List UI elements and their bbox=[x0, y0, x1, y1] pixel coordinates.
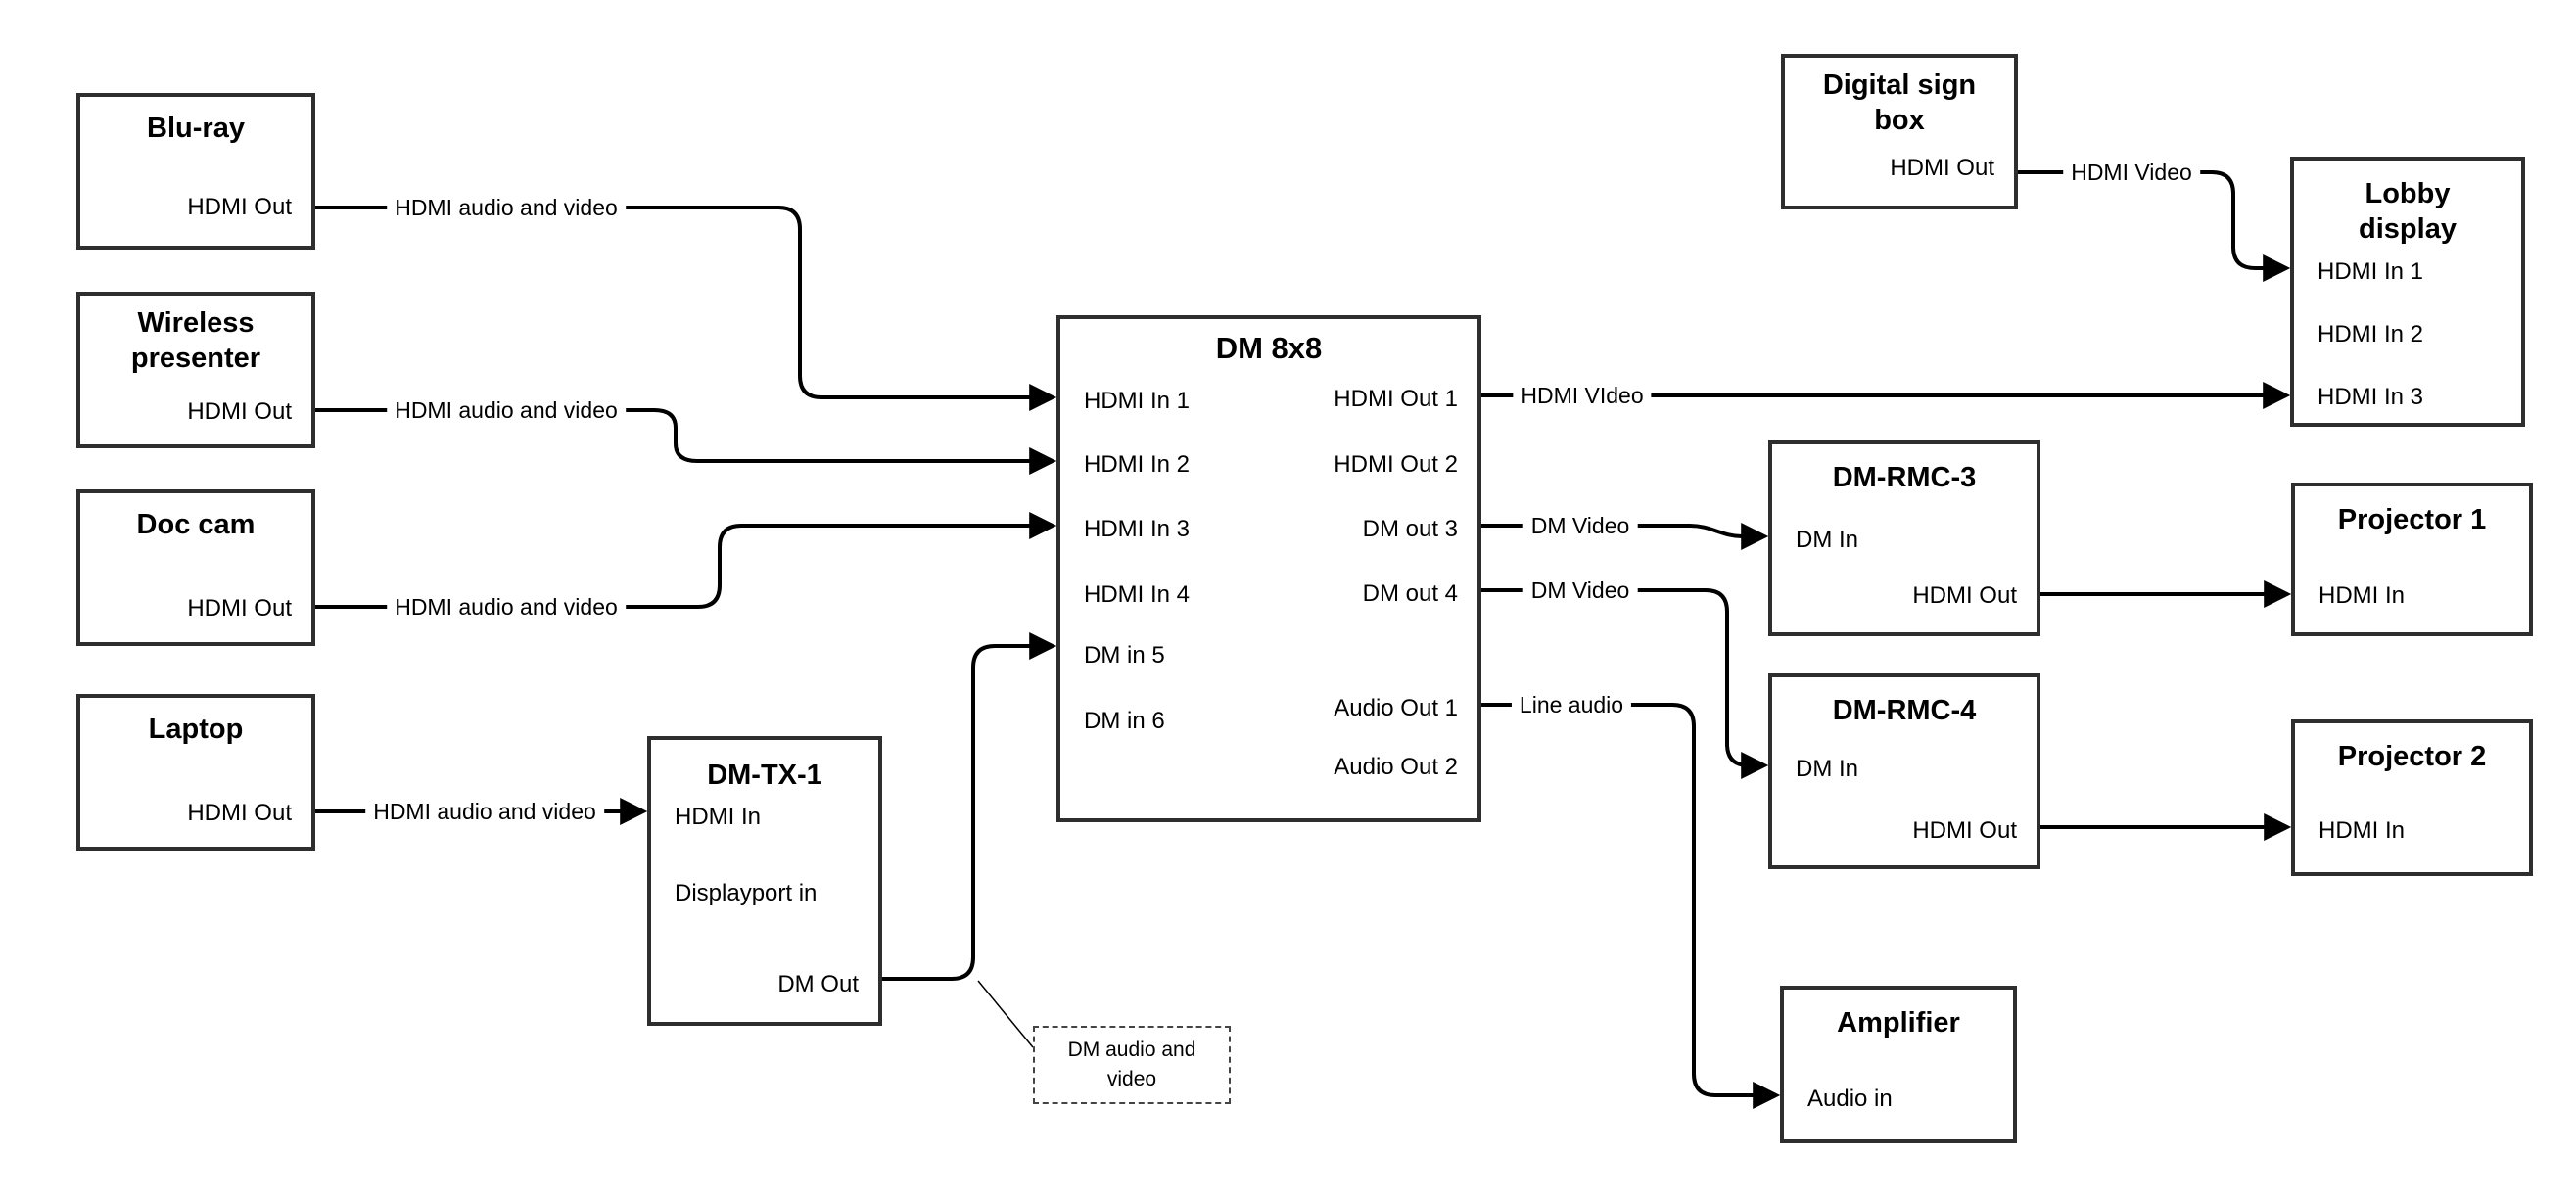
port-dm8x8-hdmi-out-1: HDMI Out 1 bbox=[1334, 386, 1458, 412]
port-dm8x8-hdmi-in-4: HDMI In 4 bbox=[1084, 581, 1191, 608]
connection-label-hdmi-out-1: HDMI VIdeo bbox=[1513, 382, 1652, 409]
port-amplifier-audio-in: Audio in bbox=[1807, 1086, 1893, 1112]
port-dm8x8-hdmi-out-2: HDMI Out 2 bbox=[1334, 451, 1458, 478]
note-callout-line bbox=[977, 980, 1034, 1048]
node-projector-2-title: Projector 2 bbox=[2337, 741, 2487, 772]
port-dm8x8-dm-in-5: DM in 5 bbox=[1084, 642, 1165, 669]
port-projector-1-hdmi-in: HDMI In bbox=[2318, 582, 2406, 609]
node-dm-rmc-3: DM-RMC-3 DM In HDMI Out bbox=[1768, 440, 2040, 636]
node-wireless-presenter-title: Wireless presenter bbox=[130, 307, 261, 374]
node-dm-8x8-title: DM 8x8 bbox=[1215, 331, 1323, 365]
connector-dm8x8-dm-out-4-to-dm-rmc-4 bbox=[1481, 588, 1769, 779]
note-dm-audio-and-video: DM audio and video bbox=[1033, 1026, 1231, 1104]
node-bluray: Blu-ray HDMI Out bbox=[76, 93, 315, 250]
node-laptop: Laptop HDMI Out bbox=[76, 694, 315, 851]
port-dm-rmc-3-hdmi-out: HDMI Out bbox=[1912, 582, 2017, 609]
port-bluray-hdmi-out: HDMI Out bbox=[187, 194, 292, 220]
node-digital-sign-box-title: Digital sign box bbox=[1822, 69, 1977, 136]
node-dm-rmc-4: DM-RMC-4 DM In HDMI Out bbox=[1768, 673, 2040, 869]
connection-label-bluray: HDMI audio and video bbox=[387, 194, 626, 221]
connector-dm8x8-dm-out-3-to-dm-rmc-3 bbox=[1481, 523, 1769, 550]
port-dm8x8-dm-in-6: DM in 6 bbox=[1084, 708, 1165, 734]
connector-dm8x8-audio-out-1-to-amplifier bbox=[1481, 703, 1781, 1109]
port-dm-rmc-4-dm-in: DM In bbox=[1796, 756, 1859, 782]
node-dm-rmc-3-title: DM-RMC-3 bbox=[1832, 462, 1977, 493]
node-lobby-display: Lobby display HDMI In 1 HDMI In 2 HDMI I… bbox=[2290, 157, 2525, 427]
connection-label-dm-out-3: DM Video bbox=[1522, 512, 1638, 539]
connection-label-digital-sign: HDMI Video bbox=[2063, 159, 2200, 186]
port-dm8x8-audio-out-1: Audio Out 1 bbox=[1334, 695, 1458, 721]
port-dm-tx-1-hdmi-in: HDMI In bbox=[675, 804, 762, 830]
node-lobby-display-title: Lobby display bbox=[2359, 178, 2457, 245]
port-doc-cam-hdmi-out: HDMI Out bbox=[187, 595, 292, 622]
connector-wireless-presenter-to-dm8x8-hdmi-in-2 bbox=[315, 408, 1057, 475]
node-amplifier: Amplifier Audio in bbox=[1780, 986, 2017, 1143]
port-lobby-hdmi-in-3: HDMI In 3 bbox=[2318, 384, 2424, 410]
port-lobby-hdmi-in-2: HDMI In 2 bbox=[2318, 321, 2424, 347]
port-dm8x8-dm-out-3: DM out 3 bbox=[1362, 516, 1458, 542]
connector-digital-sign-to-lobby-hdmi-in-1 bbox=[2018, 170, 2291, 282]
port-dm8x8-hdmi-in-1: HDMI In 1 bbox=[1084, 388, 1191, 414]
port-dm-rmc-3-dm-in: DM In bbox=[1796, 527, 1859, 553]
port-dm-rmc-4-hdmi-out: HDMI Out bbox=[1912, 817, 2017, 844]
connector-dm-tx-1-to-dm8x8-dm-in-5 bbox=[882, 632, 1057, 981]
connector-doc-cam-to-dm8x8-hdmi-in-3 bbox=[315, 512, 1057, 609]
port-wireless-presenter-hdmi-out: HDMI Out bbox=[187, 398, 292, 425]
node-bluray-title: Blu-ray bbox=[147, 113, 245, 144]
node-digital-sign-box: Digital sign box HDMI Out bbox=[1781, 54, 2018, 209]
node-dm-8x8: DM 8x8 HDMI In 1 HDMI In 2 HDMI In 3 HDM… bbox=[1056, 315, 1481, 822]
connection-label-dm-out-4: DM Video bbox=[1522, 577, 1638, 604]
node-doc-cam-title: Doc cam bbox=[136, 509, 256, 540]
connection-label-wireless-presenter: HDMI audio and video bbox=[387, 396, 626, 424]
connection-label-doc-cam: HDMI audio and video bbox=[387, 593, 626, 621]
port-dm8x8-hdmi-in-2: HDMI In 2 bbox=[1084, 451, 1191, 478]
node-projector-1: Projector 1 HDMI In bbox=[2291, 483, 2533, 636]
port-dm-tx-1-dm-out: DM Out bbox=[777, 971, 859, 997]
port-laptop-hdmi-out: HDMI Out bbox=[187, 800, 292, 826]
port-dm8x8-audio-out-2: Audio Out 2 bbox=[1334, 754, 1458, 780]
port-projector-2-hdmi-in: HDMI In bbox=[2318, 817, 2406, 844]
node-projector-2: Projector 2 HDMI In bbox=[2291, 719, 2533, 876]
connector-bluray-to-dm8x8-hdmi-in-1 bbox=[315, 206, 1057, 411]
port-dm8x8-dm-out-4: DM out 4 bbox=[1362, 580, 1458, 607]
connection-label-audio-out-1: Line audio bbox=[1511, 691, 1632, 718]
node-dm-tx-1-title: DM-TX-1 bbox=[707, 760, 822, 791]
node-amplifier-title: Amplifier bbox=[1837, 1007, 1960, 1039]
port-dm-tx-1-displayport-in: Displayport in bbox=[675, 880, 818, 906]
port-lobby-hdmi-in-1: HDMI In 1 bbox=[2318, 258, 2424, 285]
port-digital-sign-hdmi-out: HDMI Out bbox=[1890, 155, 1994, 181]
node-projector-1-title: Projector 1 bbox=[2337, 504, 2487, 535]
connection-label-laptop: HDMI audio and video bbox=[365, 798, 604, 825]
node-doc-cam: Doc cam HDMI Out bbox=[76, 489, 315, 646]
port-dm8x8-hdmi-in-3: HDMI In 3 bbox=[1084, 516, 1191, 542]
node-dm-tx-1: DM-TX-1 HDMI In Displayport in DM Out bbox=[647, 736, 882, 1026]
node-wireless-presenter: Wireless presenter HDMI Out bbox=[76, 292, 315, 448]
node-laptop-title: Laptop bbox=[148, 714, 244, 745]
node-dm-rmc-4-title: DM-RMC-4 bbox=[1832, 695, 1977, 726]
